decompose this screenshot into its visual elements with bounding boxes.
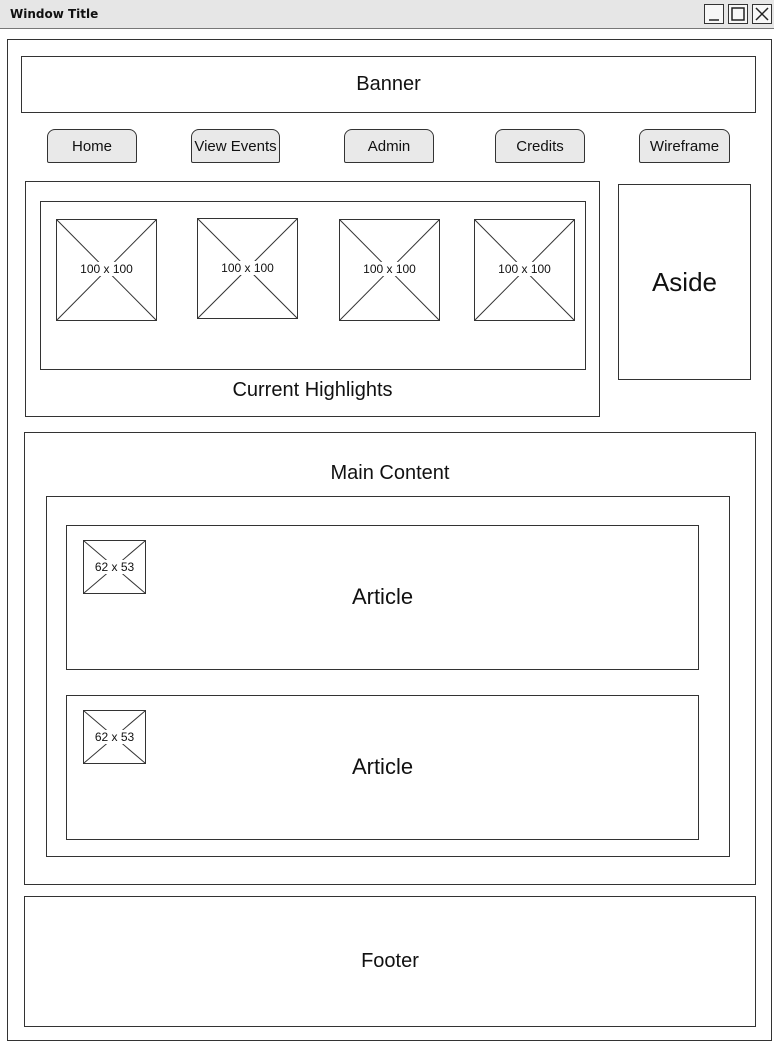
highlights-label: Current Highlights xyxy=(232,379,393,401)
nav-button-home[interactable]: Home xyxy=(47,129,137,163)
highlight-image-placeholder[interactable]: 100 x 100 xyxy=(56,219,157,321)
banner-label: Banner xyxy=(356,73,421,95)
maximize-button[interactable] xyxy=(728,4,748,24)
close-icon xyxy=(755,7,769,21)
article-thumbnail-placeholder: 62 x 53 xyxy=(83,540,146,594)
highlight-image-placeholder[interactable]: 100 x 100 xyxy=(474,219,575,321)
nav-button-admin[interactable]: Admin xyxy=(344,129,434,163)
minimize-button[interactable] xyxy=(704,4,724,24)
nav-button-view-events[interactable]: View Events xyxy=(191,129,280,163)
maximize-icon xyxy=(731,7,745,21)
image-size-label: 100 x 100 xyxy=(57,262,156,276)
aside: Aside xyxy=(618,184,751,380)
highlight-image-placeholder[interactable]: 100 x 100 xyxy=(339,219,440,321)
window-title-bar: Window Title xyxy=(0,0,774,29)
image-size-label: 100 x 100 xyxy=(340,262,439,276)
image-size-label: 100 x 100 xyxy=(475,262,574,276)
image-size-label: 62 x 53 xyxy=(92,730,137,744)
aside-label: Aside xyxy=(651,267,718,297)
article-card[interactable]: Article xyxy=(66,695,699,840)
footer: Footer xyxy=(24,896,756,1027)
banner: Banner xyxy=(21,56,756,113)
footer-label: Footer xyxy=(361,950,419,972)
main-content-label: Main Content xyxy=(330,462,450,484)
nav-button-credits[interactable]: Credits xyxy=(495,129,585,163)
article-title: Article xyxy=(351,584,414,609)
page-frame xyxy=(7,39,772,1041)
article-thumbnail-placeholder: 62 x 53 xyxy=(83,710,146,764)
window-title: Window Title xyxy=(10,7,99,21)
article-card[interactable]: Article xyxy=(66,525,699,670)
article-title: Article xyxy=(351,754,414,779)
minimize-icon xyxy=(709,19,719,21)
nav-button-wireframe[interactable]: Wireframe xyxy=(639,129,730,163)
highlight-image-placeholder[interactable]: 100 x 100 xyxy=(197,218,298,319)
image-size-label: 100 x 100 xyxy=(198,261,297,275)
close-button[interactable] xyxy=(752,4,772,24)
image-size-label: 62 x 53 xyxy=(92,560,137,574)
